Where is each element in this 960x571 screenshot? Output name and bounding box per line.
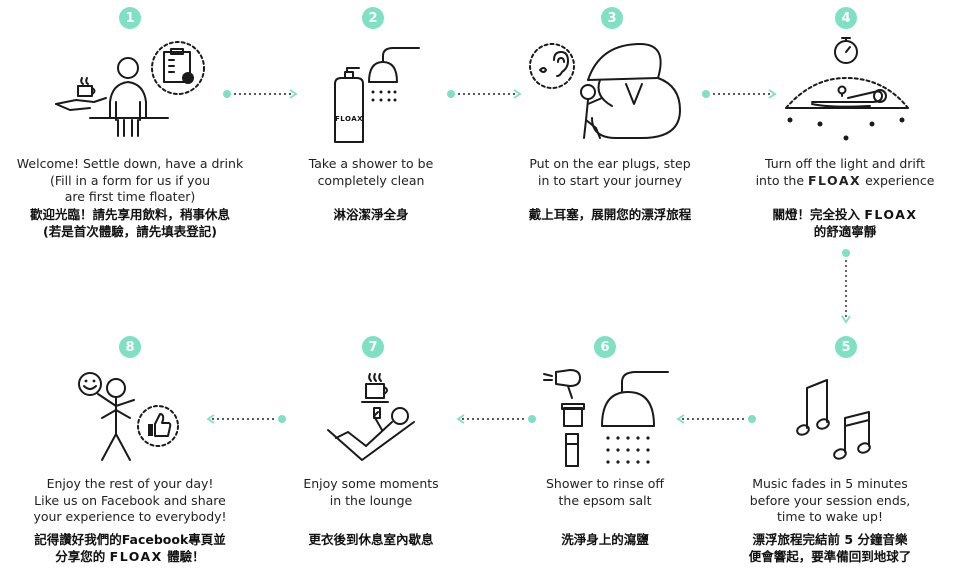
step-3-zh-line: 戴上耳塞，展開您的漂浮旅程	[528, 207, 692, 222]
step-8-zh-part: 分享您的	[55, 548, 110, 564]
step-1-en-line: (Fill in a form for us if you	[49, 172, 211, 188]
step-5-zh-line: 便會響起，要準備回到地球了	[748, 548, 912, 564]
step-8-badge: 8	[119, 336, 141, 358]
step-5-badge: 5	[835, 336, 857, 358]
step-1-en-line: are first time floater)	[64, 189, 196, 204]
step-3-en-line: Put on the ear plugs, step	[529, 156, 691, 171]
lounge-coffee-icon	[327, 373, 415, 461]
step-8-en-line: Enjoy the rest of your day!	[46, 476, 214, 491]
step-1-en-line: Welcome! Settle down, have a drink	[16, 156, 244, 171]
step-7-en-line: Enjoy some moments	[303, 476, 439, 491]
step-5-zh-line: 漂浮旅程完結前 5 分鐘音樂	[752, 532, 908, 547]
step-4-zh: 關燈！完全投入 FLOAX 的舒適寧靜	[725, 207, 960, 240]
step-6-en-line: the epsom salt	[558, 492, 652, 508]
step-4-zh-part: 關燈！完全投入	[772, 207, 865, 222]
bottle-label: FLOAX	[335, 115, 363, 123]
step-5-zh: 漂浮旅程完結前 5 分鐘音樂 便會響起，要準備回到地球了	[710, 532, 950, 565]
step-6-badge: 6	[594, 336, 616, 358]
step-7-zh: 更衣後到休息室內歇息	[251, 532, 491, 549]
arrow-down-icon	[841, 249, 851, 324]
step-1-badge: 1	[119, 7, 141, 29]
step-2-zh-line: 淋浴潔淨全身	[333, 207, 409, 222]
floax-brand: FLOAX	[109, 548, 163, 564]
step-6-zh: 洗淨身上的瀉鹽	[485, 532, 725, 549]
step-4-badge: 4	[835, 7, 857, 29]
step-7-en-line: in the lounge	[329, 492, 413, 508]
step-6-en: Shower to rinse off the epsom salt	[485, 476, 725, 509]
arrow-right-icon	[702, 89, 777, 99]
step-6-en-line: Shower to rinse off	[545, 476, 665, 491]
step-8-en-line: your experience to everybody!	[33, 509, 227, 524]
step-6-zh-line: 洗淨身上的瀉鹽	[561, 532, 649, 547]
step-1-en: Welcome! Settle down, have a drink (Fill…	[10, 156, 250, 206]
step-1-zh-line: (若是首次體驗，請先填表登記)	[43, 223, 217, 239]
step-4-en-part: experience	[861, 172, 935, 188]
step-4-en-line: into the FLOAX experience	[725, 173, 960, 190]
step-2-en-line: completely clean	[317, 172, 425, 188]
step-8-zh-part: 體驗！	[162, 548, 205, 564]
step-5-en: Music fades in 5 minutes before your ses…	[710, 476, 950, 526]
arrow-right-icon	[447, 89, 522, 99]
step-5-en-line: time to wake up!	[777, 509, 883, 524]
step-5-en-line: Music fades in 5 minutes	[752, 476, 908, 491]
step-4-zh-line: 的舒適寧靜	[813, 223, 877, 239]
step-7-badge: 7	[362, 336, 384, 358]
step-8-en: Enjoy the rest of your day! Like us on F…	[10, 476, 250, 526]
step-3-zh: 戴上耳塞，展開您的漂浮旅程	[490, 207, 730, 224]
step-8-zh: 記得讚好我們的Facebook專頁並 分享您的 FLOAX 體驗！	[10, 532, 250, 565]
step-3-badge: 3	[601, 7, 623, 29]
step-4-zh-line: 關燈！完全投入 FLOAX	[725, 207, 960, 224]
step-3-en: Put on the ear plugs, step in to start y…	[490, 156, 730, 189]
floax-brand: FLOAX	[864, 207, 918, 222]
step-8-zh-line: 分享您的 FLOAX 體驗！	[10, 549, 250, 566]
step-4-en: Turn off the light and drift into the FL…	[725, 156, 960, 189]
arrow-left-icon	[456, 414, 536, 424]
timer-float-icon	[785, 37, 909, 141]
floax-brand: FLOAX	[807, 172, 862, 188]
step-7-zh-line: 更衣後到休息室內歇息	[308, 532, 434, 547]
arrow-left-icon	[676, 414, 756, 424]
step-5-en-line: before your session ends,	[749, 492, 911, 508]
reception-drink-form-icon	[55, 41, 205, 137]
hairdryer-shower-icon	[543, 369, 669, 467]
step-4-en-line: Turn off the light and drift	[765, 156, 925, 171]
step-8-en-line: Like us on Facebook and share	[34, 492, 226, 508]
arrow-left-icon	[206, 414, 286, 424]
shower-soap-icon: FLOAX	[334, 47, 420, 143]
step-8-zh-line: 記得讚好我們的Facebook專頁並	[34, 532, 226, 547]
arrow-right-icon	[223, 89, 298, 99]
step-1-zh-line: 歡迎光臨！請先享用飲料，稍事休息	[29, 207, 230, 222]
step-3-en-line: in to start your journey	[537, 172, 683, 188]
earplug-pod-icon	[529, 43, 681, 139]
step-7-en: Enjoy some moments in the lounge	[251, 476, 491, 509]
music-notes-icon	[796, 379, 871, 460]
step-2-en-line: Take a shower to be	[308, 156, 434, 171]
step-4-en-part: into the	[755, 172, 808, 188]
step-2-en: Take a shower to be completely clean	[251, 156, 491, 189]
step-2-zh: 淋浴潔淨全身	[251, 207, 491, 224]
step-2-badge: 2	[362, 7, 384, 29]
happy-thumbs-up-icon	[78, 372, 179, 461]
step-1-zh: 歡迎光臨！請先享用飲料，稍事休息 (若是首次體驗，請先填表登記)	[10, 207, 250, 240]
